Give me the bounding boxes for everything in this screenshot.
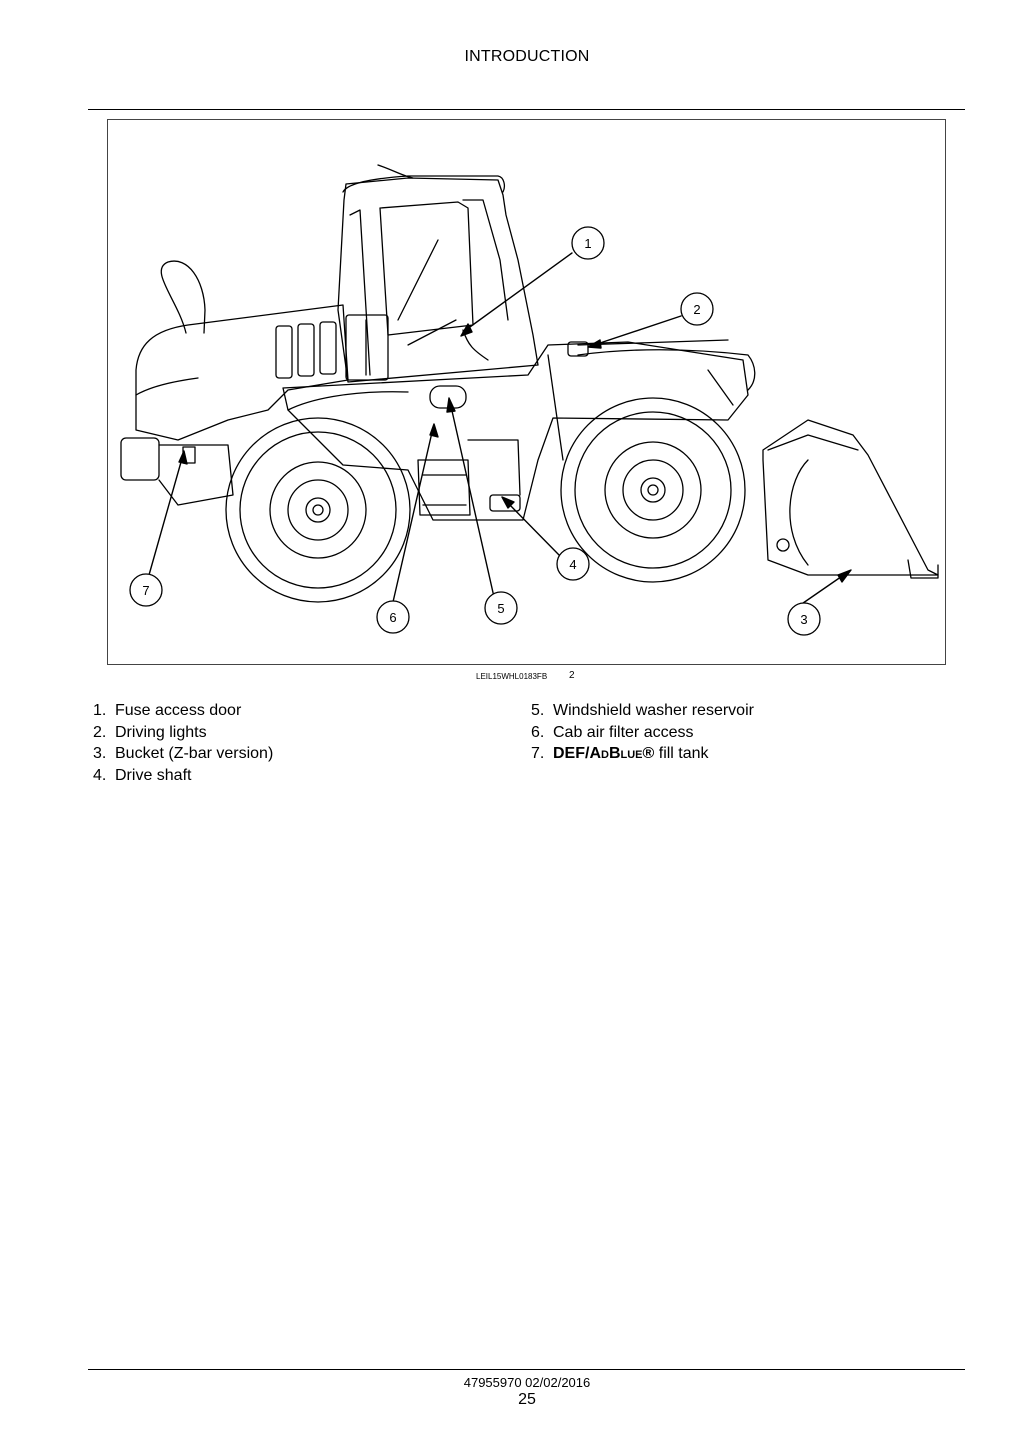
- header-rule: [88, 109, 965, 110]
- rear-light: [120, 437, 160, 481]
- legend-column-1: 1.Fuse access door 2.Driving lights 3.Bu…: [93, 700, 273, 786]
- exhaust-stack: [160, 260, 206, 334]
- front-wheel: [560, 397, 746, 583]
- main-frame: [282, 341, 749, 521]
- legend-item: 7.DEF/AdBlue® fill tank: [531, 745, 709, 763]
- loader-arm: [577, 349, 756, 391]
- footer-rule: [88, 1369, 965, 1370]
- legend-item: 6.Cab air filter access: [531, 723, 694, 741]
- driving-lights: [567, 341, 589, 357]
- svg-text:1: 1: [584, 236, 591, 251]
- document-id: 47955970 02/02/2016: [463, 1375, 591, 1390]
- svg-text:7: 7: [142, 583, 149, 598]
- legend-item: 4.Drive shaft: [93, 766, 192, 784]
- svg-text:3: 3: [800, 612, 807, 627]
- svg-text:6: 6: [389, 610, 396, 625]
- page-header-title: INTRODUCTION: [464, 48, 590, 65]
- def-adblue-label: DEF/AdBlue®: [553, 745, 655, 763]
- hood-vent: [297, 323, 315, 377]
- callout-3: 3: [787, 602, 821, 636]
- hood-vent: [275, 325, 293, 379]
- callout-5: 5: [484, 591, 518, 625]
- cab: [337, 164, 539, 383]
- legend-item: 5.Windshield washer reservoir: [531, 702, 754, 719]
- legend-column-2: 5.Windshield washer reservoir 6.Cab air …: [531, 700, 754, 765]
- figure-number: 2: [569, 670, 575, 681]
- engine-hood: [135, 304, 349, 441]
- svg-text:2: 2: [693, 302, 700, 317]
- callout-2: 2: [680, 292, 714, 326]
- callout-1: 1: [571, 226, 605, 260]
- drive-shaft: [489, 494, 521, 512]
- hood-vent: [319, 321, 337, 375]
- bucket: [762, 419, 939, 579]
- rear-wheel: [225, 417, 411, 603]
- wheel-loader-illustration: 1 2 3 4 5 6 7: [120, 164, 939, 636]
- svg-text:5: 5: [497, 601, 504, 616]
- callout-4: 4: [556, 547, 590, 581]
- figure-id: LEIL15WHL0183FB: [476, 672, 548, 681]
- legend-item: 3.Bucket (Z-bar version): [93, 745, 274, 763]
- callout-7: 7: [129, 573, 163, 607]
- legend-item: 1.Fuse access door: [93, 702, 242, 719]
- callout-6: 6: [376, 600, 410, 634]
- legend-item: 2.Driving lights: [93, 723, 207, 741]
- svg-text:4: 4: [569, 557, 576, 572]
- page-number: 25: [518, 1391, 536, 1408]
- figure-frame: 1 2 3 4 5 6 7: [107, 119, 946, 665]
